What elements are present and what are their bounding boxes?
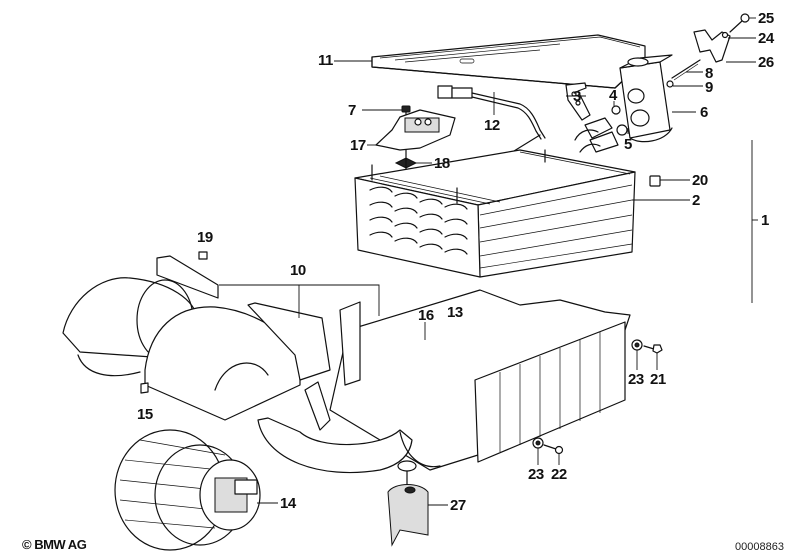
part-21-screw: [643, 344, 663, 354]
callout-23-lower[interactable]: 23: [528, 466, 544, 483]
callout-2[interactable]: 2: [692, 192, 700, 209]
callout-15[interactable]: 15: [137, 406, 153, 423]
part-20-clip: [649, 175, 661, 187]
part-3-bracket: [565, 82, 591, 121]
callout-16[interactable]: 16: [418, 307, 434, 324]
callout-1[interactable]: 1: [761, 212, 769, 229]
part-6-expansion-valve: [619, 54, 673, 143]
callout-11[interactable]: 11: [318, 52, 333, 69]
part-22-screw: [543, 444, 564, 455]
part-11-cover: [371, 34, 646, 89]
callout-5[interactable]: 5: [624, 136, 632, 153]
lower-housing: [257, 289, 631, 474]
callout-23-upper[interactable]: 23: [628, 371, 644, 388]
part-27-foam-seal: [387, 460, 429, 547]
copyright-notice: © BMW AG: [22, 537, 87, 552]
part-17-bracket: [375, 109, 456, 151]
callout-7[interactable]: 7: [348, 102, 356, 119]
part-14-blower-motor: [114, 429, 261, 551]
part-25-bracket: [693, 29, 731, 63]
callout-10[interactable]: 10: [290, 262, 306, 279]
document-number: 00008863: [735, 541, 784, 553]
part-23-washer-lower: [532, 437, 544, 449]
part-4-5-fittings: [574, 105, 628, 153]
callout-20[interactable]: 20: [692, 172, 708, 189]
callout-12[interactable]: 12: [484, 117, 500, 134]
leader-lines: [257, 17, 756, 506]
part-15-clip: [140, 382, 149, 394]
callout-4[interactable]: 4: [609, 87, 617, 104]
callout-13[interactable]: 13: [447, 304, 463, 321]
callout-19[interactable]: 19: [197, 229, 213, 246]
callout-21[interactable]: 21: [650, 371, 666, 388]
callout-6[interactable]: 6: [700, 104, 708, 121]
part-10-blower-housing: [62, 255, 380, 421]
callout-17[interactable]: 17: [350, 137, 366, 154]
part-2-evaporator: [354, 149, 636, 278]
callout-18[interactable]: 18: [434, 155, 450, 172]
callout-27[interactable]: 27: [450, 497, 466, 514]
part-19-clip: [198, 251, 208, 260]
callout-9[interactable]: 9: [705, 79, 713, 96]
callout-22[interactable]: 22: [551, 466, 567, 483]
part-24-washer: [721, 31, 729, 39]
callout-26[interactable]: 25: [758, 10, 774, 27]
part-9-washer: [666, 80, 674, 88]
part-8-bolt: [671, 59, 701, 81]
part-23-washer-upper: [631, 339, 643, 351]
callout-14[interactable]: 14: [280, 495, 296, 512]
callout-8[interactable]: 8: [705, 65, 713, 82]
callout-3[interactable]: 3: [573, 88, 581, 105]
assembly-bracket-1: [751, 140, 758, 303]
callout-24[interactable]: 24: [758, 30, 774, 47]
callout-25[interactable]: 26: [758, 54, 774, 71]
part-26-bolt: [729, 13, 750, 33]
